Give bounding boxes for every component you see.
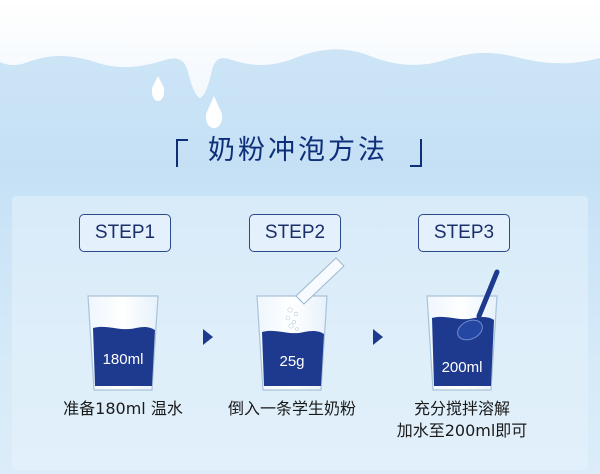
step3-badge: STEP3 [418,214,510,252]
milk-splash-decoration [0,0,600,128]
page-title: 奶粉冲泡方法 [208,135,388,166]
title-bracket-right [410,139,422,167]
step3-caption-line2: 加水至200ml即可 [396,421,528,440]
spoon-icon [457,269,500,341]
cup-label-step3: 200ml [442,359,483,376]
step3-caption-line1: 充分搅拌溶解 [413,399,510,418]
powder-particles [285,307,299,331]
liquid-step2 [262,330,324,386]
cup-label-step1: 180ml [103,351,144,368]
steps-illustration: 180ml 25g 200ml [87,257,500,391]
step2-badge: STEP2 [249,214,341,252]
step1-badge: STEP1 [79,214,171,252]
step3-caption: 充分搅拌溶解 加水至200ml即可 [385,398,539,442]
liquid-step1 [93,326,155,386]
cup-label-step2: 25g [279,353,304,370]
title-block: 奶粉冲泡方法 [0,126,600,176]
cup-icon-step2: 25g [256,257,345,391]
cup-icon-step3: 200ml [426,269,500,391]
step2-caption-line1: 倒入一条学生奶粉 [227,399,356,418]
title-bracket-left [176,139,188,167]
powder-stick-icon [295,257,345,305]
step2-caption: 倒入一条学生奶粉 [212,398,372,420]
step1-caption-line1: 准备180ml 温水 [63,399,183,418]
arrow-right-icon [203,329,213,345]
step1-caption: 准备180ml 温水 [48,398,198,420]
cup-icon-step1: 180ml [87,295,159,391]
arrow-right-icon [373,329,383,345]
